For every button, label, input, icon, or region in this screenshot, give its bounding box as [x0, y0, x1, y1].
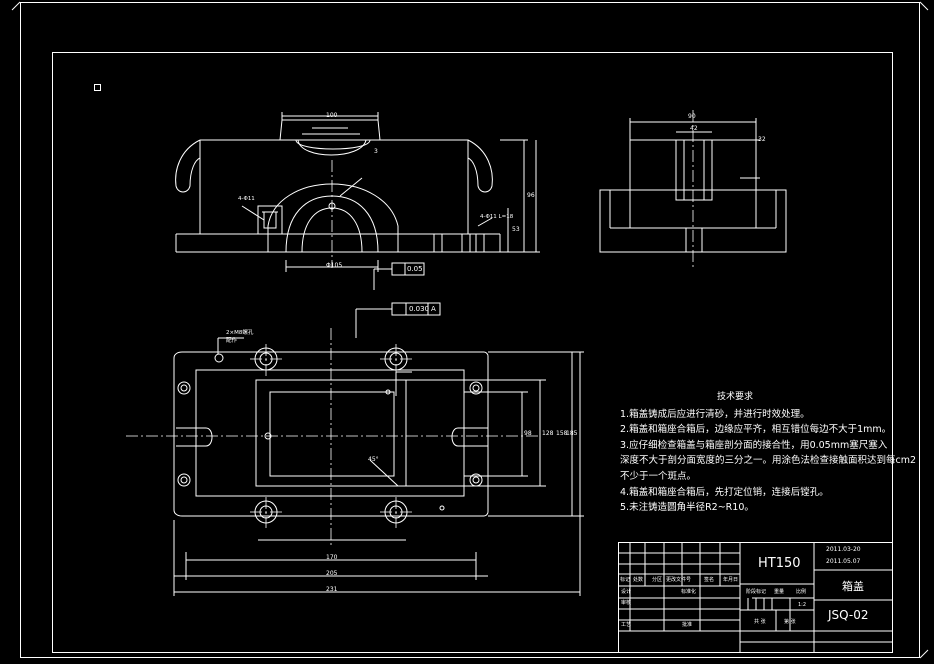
dim-top-height2: 53: [512, 226, 520, 233]
dim-side-height: 32: [758, 136, 766, 143]
dim-plan-h3: 158: [556, 430, 568, 437]
tb-standard: 标准化: [681, 589, 697, 595]
dim-plan-w3: 231: [326, 586, 338, 593]
dim-hole-left: 4-Φ11: [238, 196, 255, 202]
dim-top-height: 96: [527, 192, 535, 199]
dim-plan-h1: 98: [524, 430, 532, 437]
tb-row-label-5: 签名: [704, 577, 715, 583]
dim-plan-h2: 128: [542, 430, 554, 437]
tb-date2: 2011.05.07: [826, 558, 861, 565]
tb-scale-value: 1:2: [798, 602, 807, 608]
dim-plan-angle: 45°: [368, 456, 379, 463]
flat-tol-value: 0.030: [409, 305, 430, 313]
corner-marker: [94, 84, 101, 91]
tb-row-label-4: 更改文件号: [666, 577, 692, 583]
dim-top-width: 100: [326, 112, 338, 119]
tb-approve: 批准: [682, 622, 693, 628]
tb-sheets: 共 张: [754, 619, 766, 625]
tb-part-name: 箱盖: [842, 580, 864, 593]
note-1: 1.箱盖铸成后应进行清砂，并进行时效处理。: [620, 408, 810, 420]
tb-row-label-2: 处数: [633, 577, 644, 583]
tb-review: 审核: [621, 600, 632, 606]
front-view: [175, 112, 540, 290]
dim-plan-w2: 205: [326, 570, 338, 577]
tb-stage: 阶段标记: [746, 589, 767, 595]
tb-scale: 比例: [796, 589, 807, 595]
ref-note2: 配作: [226, 338, 238, 344]
tb-row-label-1: 标记: [620, 577, 631, 583]
note-3: 3.应仔细检查箱盖与箱座剖分面的接合性，用0.05mm塞尺塞入: [620, 439, 888, 451]
dim-bore: Φ105: [326, 262, 343, 269]
inner-frame: [52, 52, 893, 653]
tol-value: 0.05: [407, 265, 423, 273]
note-5: 不少于一个斑点。: [620, 470, 697, 482]
tb-design: 设计: [621, 589, 632, 595]
dim-top-right: 3: [374, 148, 378, 155]
technical-notes: 技术要求 1.箱盖铸成后应进行清砂，并进行时效处理。 2.箱盖和箱座合箱后，边缘…: [620, 390, 917, 516]
note-6: 4.箱盖和箱座合箱后，先打定位销，连接后镗孔。: [620, 486, 829, 498]
tb-weight: 重量: [774, 589, 785, 595]
outer-frame: [20, 2, 920, 658]
tb-row-label-6: 年月日: [723, 577, 739, 583]
plan-view: [173, 302, 584, 596]
note-7: 5.未注铸造圆角半径R2~R10。: [620, 502, 754, 514]
dim-side-width: 90: [688, 113, 696, 120]
dim-plan-w1: 170: [326, 554, 338, 561]
note-4: 深度不大于剖分面宽度的三分之一。用涂色法检查接触面积达到每cm2: [620, 455, 917, 467]
tb-row-label-3: 分区: [652, 577, 663, 583]
center-lines: [126, 110, 694, 548]
tb-date1: 2011.03-20: [826, 546, 861, 553]
side-view: [599, 118, 787, 253]
tb-sheet: 第 张: [784, 619, 796, 625]
tb-drawing-no: JSQ-02: [828, 608, 869, 622]
note-2: 2.箱盖和箱座合箱后，边缘应平齐，相互错位每边不大于1mm。: [620, 424, 892, 436]
dim-hole-right: 4-Φ11 L=18: [480, 214, 514, 220]
title-block-grid: [618, 542, 893, 653]
tb-process: 工艺: [621, 622, 632, 628]
datum-letter: A: [431, 305, 436, 313]
tb-material: HT150: [758, 556, 801, 571]
dim-side-inner: 42: [690, 125, 698, 132]
notes-title: 技术要求: [716, 392, 753, 402]
dim-plan-h4: 185: [566, 430, 578, 437]
ref-note: 2×M8螺孔: [226, 330, 254, 336]
